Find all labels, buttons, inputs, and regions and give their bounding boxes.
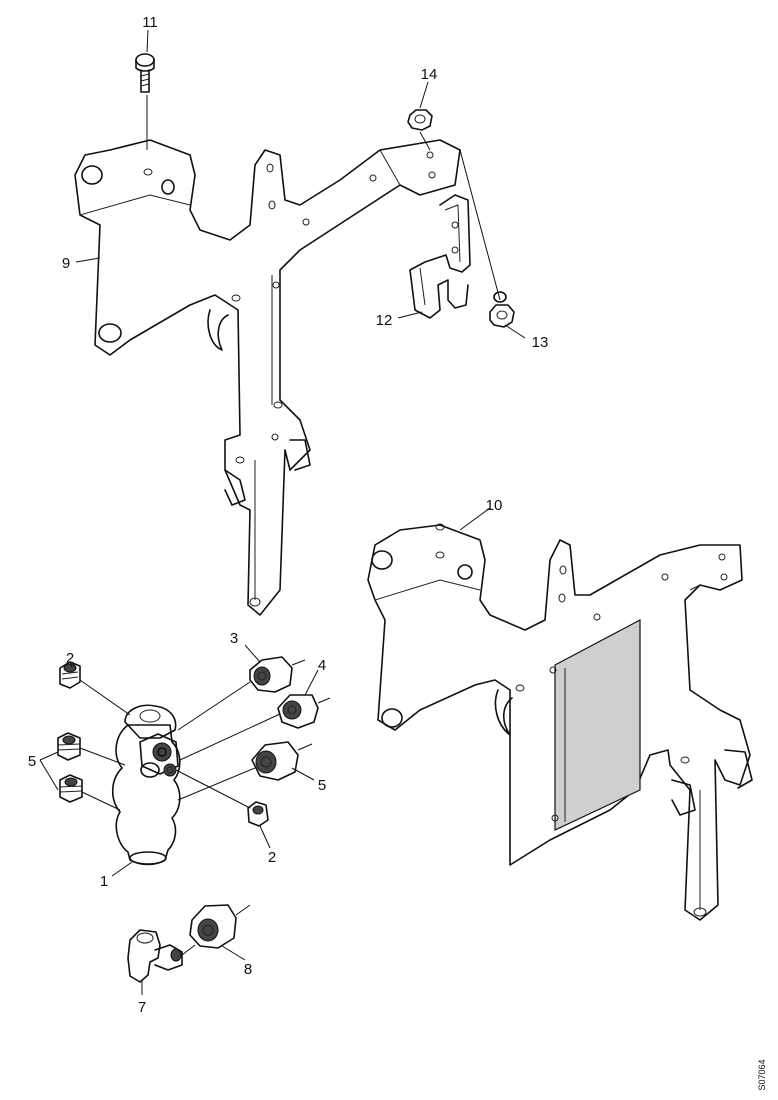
assembly-lines <box>79 95 501 956</box>
callout-8: 8 <box>244 961 252 978</box>
callout-leaders <box>39 29 526 995</box>
callout-3: 3 <box>230 630 238 647</box>
callout-14: 14 <box>421 66 438 83</box>
fitting-3 <box>249 656 293 693</box>
callout-10: 10 <box>486 497 503 514</box>
callout-5-left: 5 <box>28 753 36 770</box>
fitting-2-lower <box>247 801 269 827</box>
drawing-code: S07064 <box>757 1059 767 1090</box>
callout-2-upper: 2 <box>66 650 74 667</box>
callout-11: 11 <box>142 14 158 31</box>
fitting-8 <box>189 904 237 949</box>
screw-11 <box>135 53 155 93</box>
callout-2-lower: 2 <box>268 849 276 866</box>
callout-7: 7 <box>138 999 146 1016</box>
fitting-2-upper <box>59 661 81 689</box>
callout-13: 13 <box>532 334 549 351</box>
fitting-5-upper <box>57 732 81 761</box>
elbow-fitting-7 <box>127 929 183 983</box>
callout-5-right: 5 <box>318 777 326 794</box>
bracket-9 <box>74 139 461 616</box>
fitting-5-right <box>251 741 299 781</box>
bracket-10 <box>367 523 753 921</box>
callout-12: 12 <box>376 312 393 329</box>
callout-4: 4 <box>318 657 326 674</box>
callout-1: 1 <box>100 873 108 890</box>
callout-labels: 11 14 9 12 13 10 3 2 4 5 5 2 1 8 7 <box>28 14 549 1016</box>
fitting-4 <box>277 694 319 729</box>
nut-13 <box>489 291 515 328</box>
fitting-5-lower <box>59 774 83 803</box>
clip-12 <box>409 194 471 319</box>
callout-9: 9 <box>62 255 70 272</box>
valve-body-1 <box>111 704 181 866</box>
nut-14 <box>407 109 433 131</box>
